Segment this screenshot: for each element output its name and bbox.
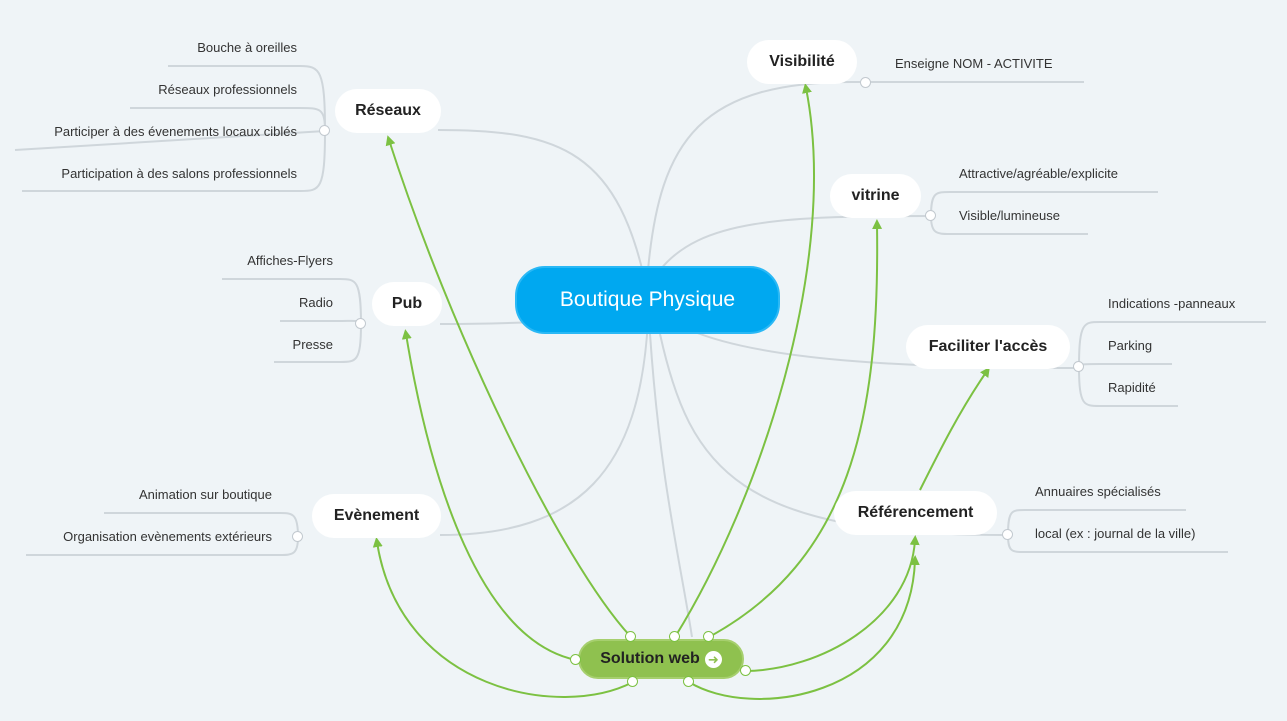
relation-pub (401, 329, 577, 661)
collapse-toggle-evenement[interactable] (292, 531, 303, 542)
topic-visibilite[interactable]: Visibilité (747, 40, 857, 84)
leaf-pub-3[interactable]: Presse (292, 337, 333, 352)
relation-handle[interactable] (740, 665, 751, 676)
collapse-toggle-pub[interactable] (355, 318, 366, 329)
leaf-acces-3[interactable]: Rapidité (1108, 380, 1156, 395)
leaf-acces-1[interactable]: Indications -panneaux (1108, 296, 1236, 311)
topic-evenement[interactable]: Evènement (312, 494, 441, 538)
solution-web-label: Solution web (600, 650, 700, 667)
relation-referencement-2 (688, 555, 920, 700)
leaf-pub-1[interactable]: Affiches-Flyers (247, 253, 333, 268)
leaf-referencement-2[interactable]: local (ex : journal de la ville) (1035, 526, 1196, 541)
topic-vitrine[interactable]: vitrine (830, 174, 921, 218)
topic-faciliter-acces-label: Faciliter l'accès (928, 338, 1048, 355)
collapse-toggle-referencement[interactable] (1002, 529, 1013, 540)
relation-visibilite (674, 83, 816, 638)
topic-referencement-label: Référencement (857, 504, 974, 521)
leaf-acces-2[interactable]: Parking (1108, 338, 1153, 353)
central-topic[interactable]: Boutique Physique (515, 266, 780, 334)
relation-acces (919, 366, 990, 491)
relation-vitrine (708, 219, 883, 638)
leaf-reseaux-1[interactable]: Bouche à oreilles (197, 40, 297, 55)
leaf-reseaux-3[interactable]: Participer à des évenements locaux ciblé… (54, 124, 297, 139)
branch-vitrine (659, 215, 931, 271)
branch-evenement (439, 319, 649, 536)
collapse-toggle-acces[interactable] (1073, 361, 1084, 372)
topic-vitrine-label: vitrine (851, 187, 900, 204)
relation-handle[interactable] (625, 631, 636, 642)
topic-referencement[interactable]: Référencement (834, 491, 997, 535)
relation-handle[interactable] (683, 676, 694, 687)
leaf-reseaux-2[interactable]: Réseaux professionnels (158, 82, 297, 97)
relation-handle[interactable] (627, 676, 638, 687)
branch-visibilite (647, 80, 861, 271)
leaf-visibilite-1[interactable]: Enseigne NOM - ACTIVITE (895, 56, 1053, 71)
central-topic-label: Boutique Physique (559, 288, 736, 311)
leaf-reseaux-4[interactable]: Participation à des salons professionnel… (61, 166, 297, 181)
topic-evenement-label: Evènement (333, 507, 420, 524)
collapse-toggle-vitrine[interactable] (925, 210, 936, 221)
topic-pub[interactable]: Pub (372, 282, 442, 326)
topic-pub-label: Pub (391, 295, 423, 312)
leaf-vitrine-2[interactable]: Visible/lumineuse (959, 208, 1060, 223)
relation-evenement (372, 537, 634, 698)
topic-reseaux-label: Réseaux (355, 102, 421, 119)
leaf-evenement-1[interactable]: Animation sur boutique (139, 487, 272, 502)
relation-reseaux (385, 135, 632, 638)
leaf-pub-2[interactable]: Radio (299, 295, 333, 310)
relation-handle[interactable] (570, 654, 581, 665)
branch-solution (649, 333, 693, 638)
arrow-right-icon[interactable]: ➜ (704, 650, 722, 668)
floating-topic-solution-web[interactable]: Solution web ➜ (578, 639, 744, 679)
leaf-vitrine-1[interactable]: Attractive/agréable/explicite (959, 166, 1118, 181)
relation-referencement (745, 535, 920, 672)
leaf-evenement-2[interactable]: Organisation evènements extérieurs (63, 529, 272, 544)
leaf-referencement-1[interactable]: Annuaires spécialisés (1035, 484, 1161, 499)
topic-visibilite-label: Visibilité (769, 53, 835, 70)
relation-handle[interactable] (703, 631, 714, 642)
relation-handle[interactable] (669, 631, 680, 642)
collapse-toggle-reseaux[interactable] (319, 125, 330, 136)
topic-faciliter-acces[interactable]: Faciliter l'accès (906, 325, 1070, 369)
topic-reseaux[interactable]: Réseaux (335, 89, 441, 133)
branch-reseaux (437, 129, 649, 297)
collapse-toggle-visibilite[interactable] (860, 77, 871, 88)
